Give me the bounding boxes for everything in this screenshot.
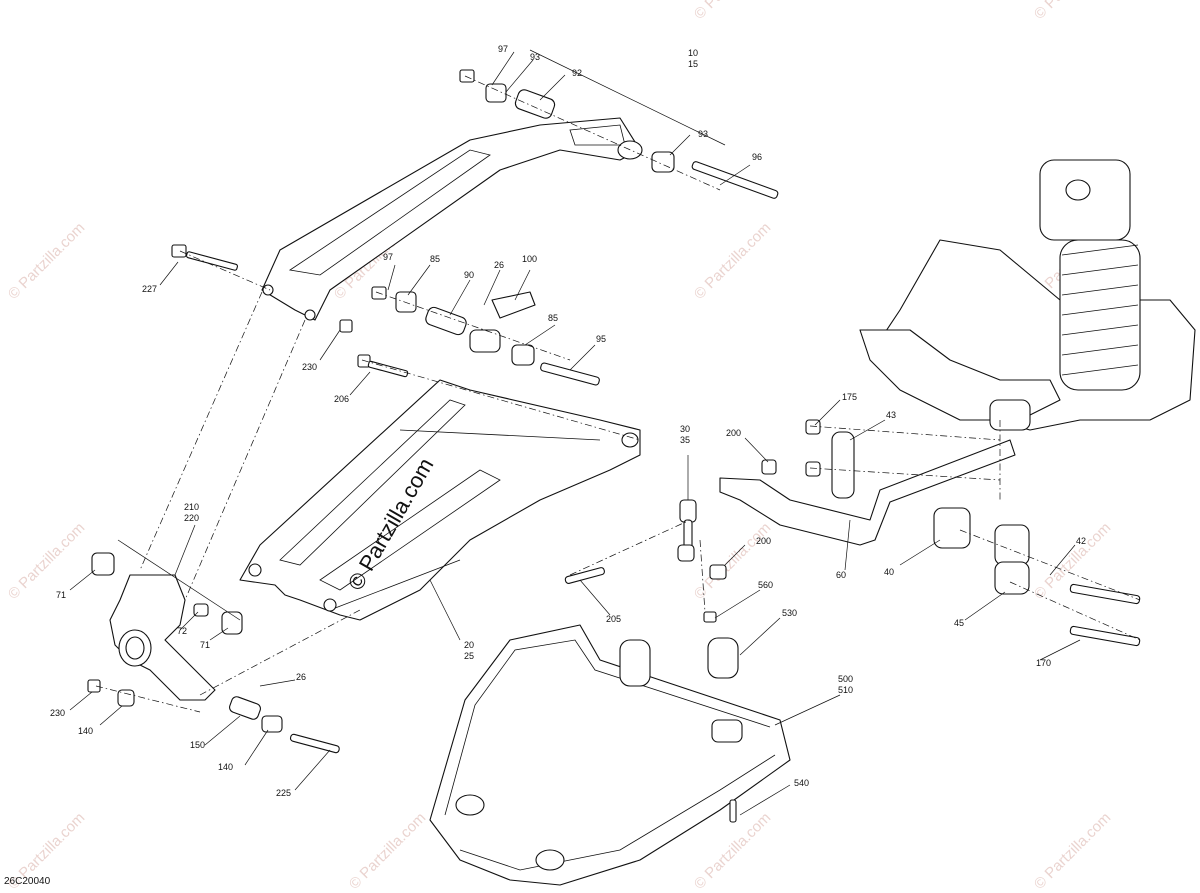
callout-85: 85 <box>548 313 558 323</box>
upper-arm <box>261 117 643 321</box>
callout-42: 42 <box>1076 536 1086 546</box>
callout-15: 15 <box>688 59 698 69</box>
callout-227: 227 <box>142 284 157 294</box>
callout-92: 92 <box>572 68 582 78</box>
callout-90: 90 <box>464 270 474 280</box>
callout-96: 96 <box>752 152 762 162</box>
callout-40: 40 <box>884 567 894 577</box>
callout-100: 100 <box>522 254 537 264</box>
callout-150: 150 <box>190 740 205 750</box>
callout-200: 200 <box>756 536 771 546</box>
callout-205: 205 <box>606 614 621 624</box>
callouts: 97 93 92 10 15 93 96 227 97 85 90 26 100… <box>50 44 1086 798</box>
callout-43: 43 <box>886 410 896 420</box>
shock-absorber <box>859 159 1196 431</box>
callout-200: 200 <box>726 428 741 438</box>
watermark: © Partzilla.com <box>691 0 774 23</box>
callout-140: 140 <box>218 762 233 772</box>
callout-26: 26 <box>494 260 504 270</box>
callout-25: 25 <box>464 651 474 661</box>
callout-10: 10 <box>688 48 698 58</box>
mid-hardware <box>357 286 600 386</box>
callout-140: 140 <box>78 726 93 736</box>
callout-560: 560 <box>758 580 773 590</box>
callout-95: 95 <box>596 334 606 344</box>
callout-71: 71 <box>56 590 66 600</box>
callout-45: 45 <box>954 618 964 628</box>
callout-170: 170 <box>1036 658 1051 668</box>
callout-26: 26 <box>296 672 306 682</box>
callout-60: 60 <box>836 570 846 580</box>
callout-210: 210 <box>184 502 199 512</box>
callout-206: 206 <box>334 394 349 404</box>
callout-85: 85 <box>430 254 440 264</box>
lower-arm <box>239 379 641 621</box>
watermark: © Partzilla.com <box>1031 0 1114 23</box>
callout-30: 30 <box>680 424 690 434</box>
callout-230: 230 <box>302 362 317 372</box>
callout-71: 71 <box>200 640 210 650</box>
callout-20: 20 <box>464 640 474 650</box>
callout-225: 225 <box>276 788 291 798</box>
callout-93: 93 <box>698 129 708 139</box>
callout-35: 35 <box>680 435 690 445</box>
watermark: © Partzilla.com <box>691 219 774 302</box>
watermark: © Partzilla.com <box>5 219 88 302</box>
callout-97: 97 <box>383 252 393 262</box>
callout-510: 510 <box>838 685 853 695</box>
callout-530: 530 <box>782 608 797 618</box>
watermark: © Partzilla.com <box>346 809 429 892</box>
upper-hardware <box>171 69 779 333</box>
skid-plate <box>429 611 791 886</box>
leader-lines <box>69 49 1081 816</box>
callout-97: 97 <box>498 44 508 54</box>
callout-220: 220 <box>184 513 199 523</box>
watermark: © Partzilla.com <box>5 519 88 602</box>
sway-bar <box>564 419 1141 647</box>
knuckle <box>87 552 340 754</box>
watermark: © Partzilla.com <box>1031 809 1114 892</box>
callout-500: 500 <box>838 674 853 684</box>
callout-72: 72 <box>177 626 187 636</box>
figure-id: 26C20040 <box>4 876 51 887</box>
callout-175: 175 <box>842 392 857 402</box>
callout-93: 93 <box>530 52 540 62</box>
callout-540: 540 <box>794 778 809 788</box>
callout-230: 230 <box>50 708 65 718</box>
assembly-lines <box>95 75 1141 713</box>
